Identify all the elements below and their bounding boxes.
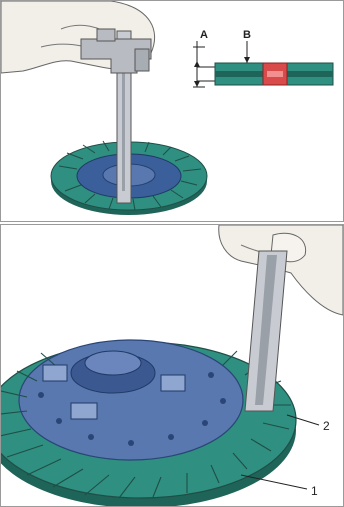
disc-inspection-illustration: 2 1 xyxy=(1,225,343,506)
dimension-label-b: B xyxy=(243,29,251,41)
callout-2: 2 xyxy=(323,419,330,433)
callout-1: 1 xyxy=(311,484,318,498)
top-illustration-panel: A B xyxy=(0,0,344,222)
bottom-illustration-panel: 2 1 xyxy=(0,224,344,507)
dimension-label-a: A xyxy=(200,29,208,41)
caliper-measurement-illustration: A B xyxy=(1,1,343,221)
disc-cross-section-inset: A B xyxy=(193,29,333,87)
